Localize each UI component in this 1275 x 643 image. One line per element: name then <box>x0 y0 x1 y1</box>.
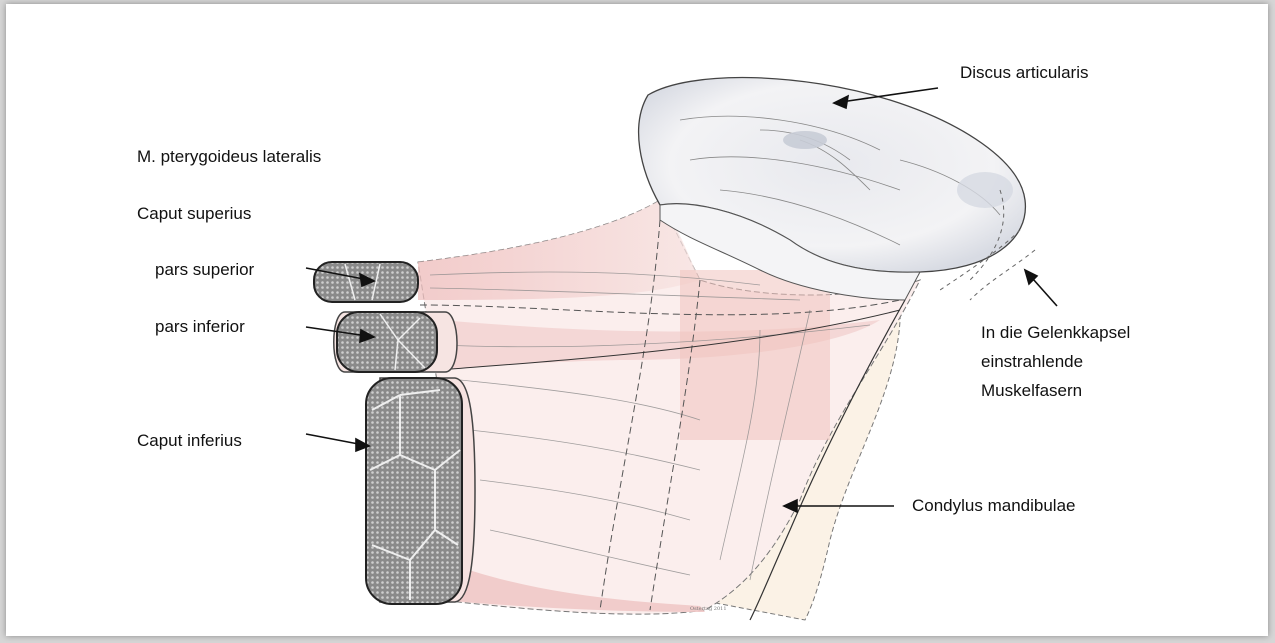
label-condylus-mandibulae: Condylus mandibulae <box>912 495 1076 516</box>
central-fiber-patch <box>680 270 830 440</box>
disc-center-shadow <box>783 131 827 149</box>
disc-side-shadow <box>957 172 1013 208</box>
label-caput-superius: Caput superius <box>137 203 251 224</box>
caput-inferius-section <box>366 378 475 604</box>
label-muscle: M. pterygoideus lateralis <box>137 146 321 167</box>
label-pars-superior: pars superior <box>155 259 254 280</box>
label-discus-articularis: Discus articularis <box>960 62 1088 83</box>
upper-fiber-band <box>418 200 700 300</box>
artist-signature: Ostertag 2011 <box>690 606 727 612</box>
discus-articularis <box>639 78 1026 273</box>
label-caput-inferius: Caput inferius <box>137 430 242 451</box>
pars-inferior-section <box>334 312 457 372</box>
label-capsule-line-1: In die Gelenkkapsel <box>981 322 1130 343</box>
label-pars-inferior: pars inferior <box>155 316 245 337</box>
label-capsule-line-2: einstrahlende <box>981 351 1083 372</box>
label-capsule-line-3: Muskelfasern <box>981 380 1082 401</box>
